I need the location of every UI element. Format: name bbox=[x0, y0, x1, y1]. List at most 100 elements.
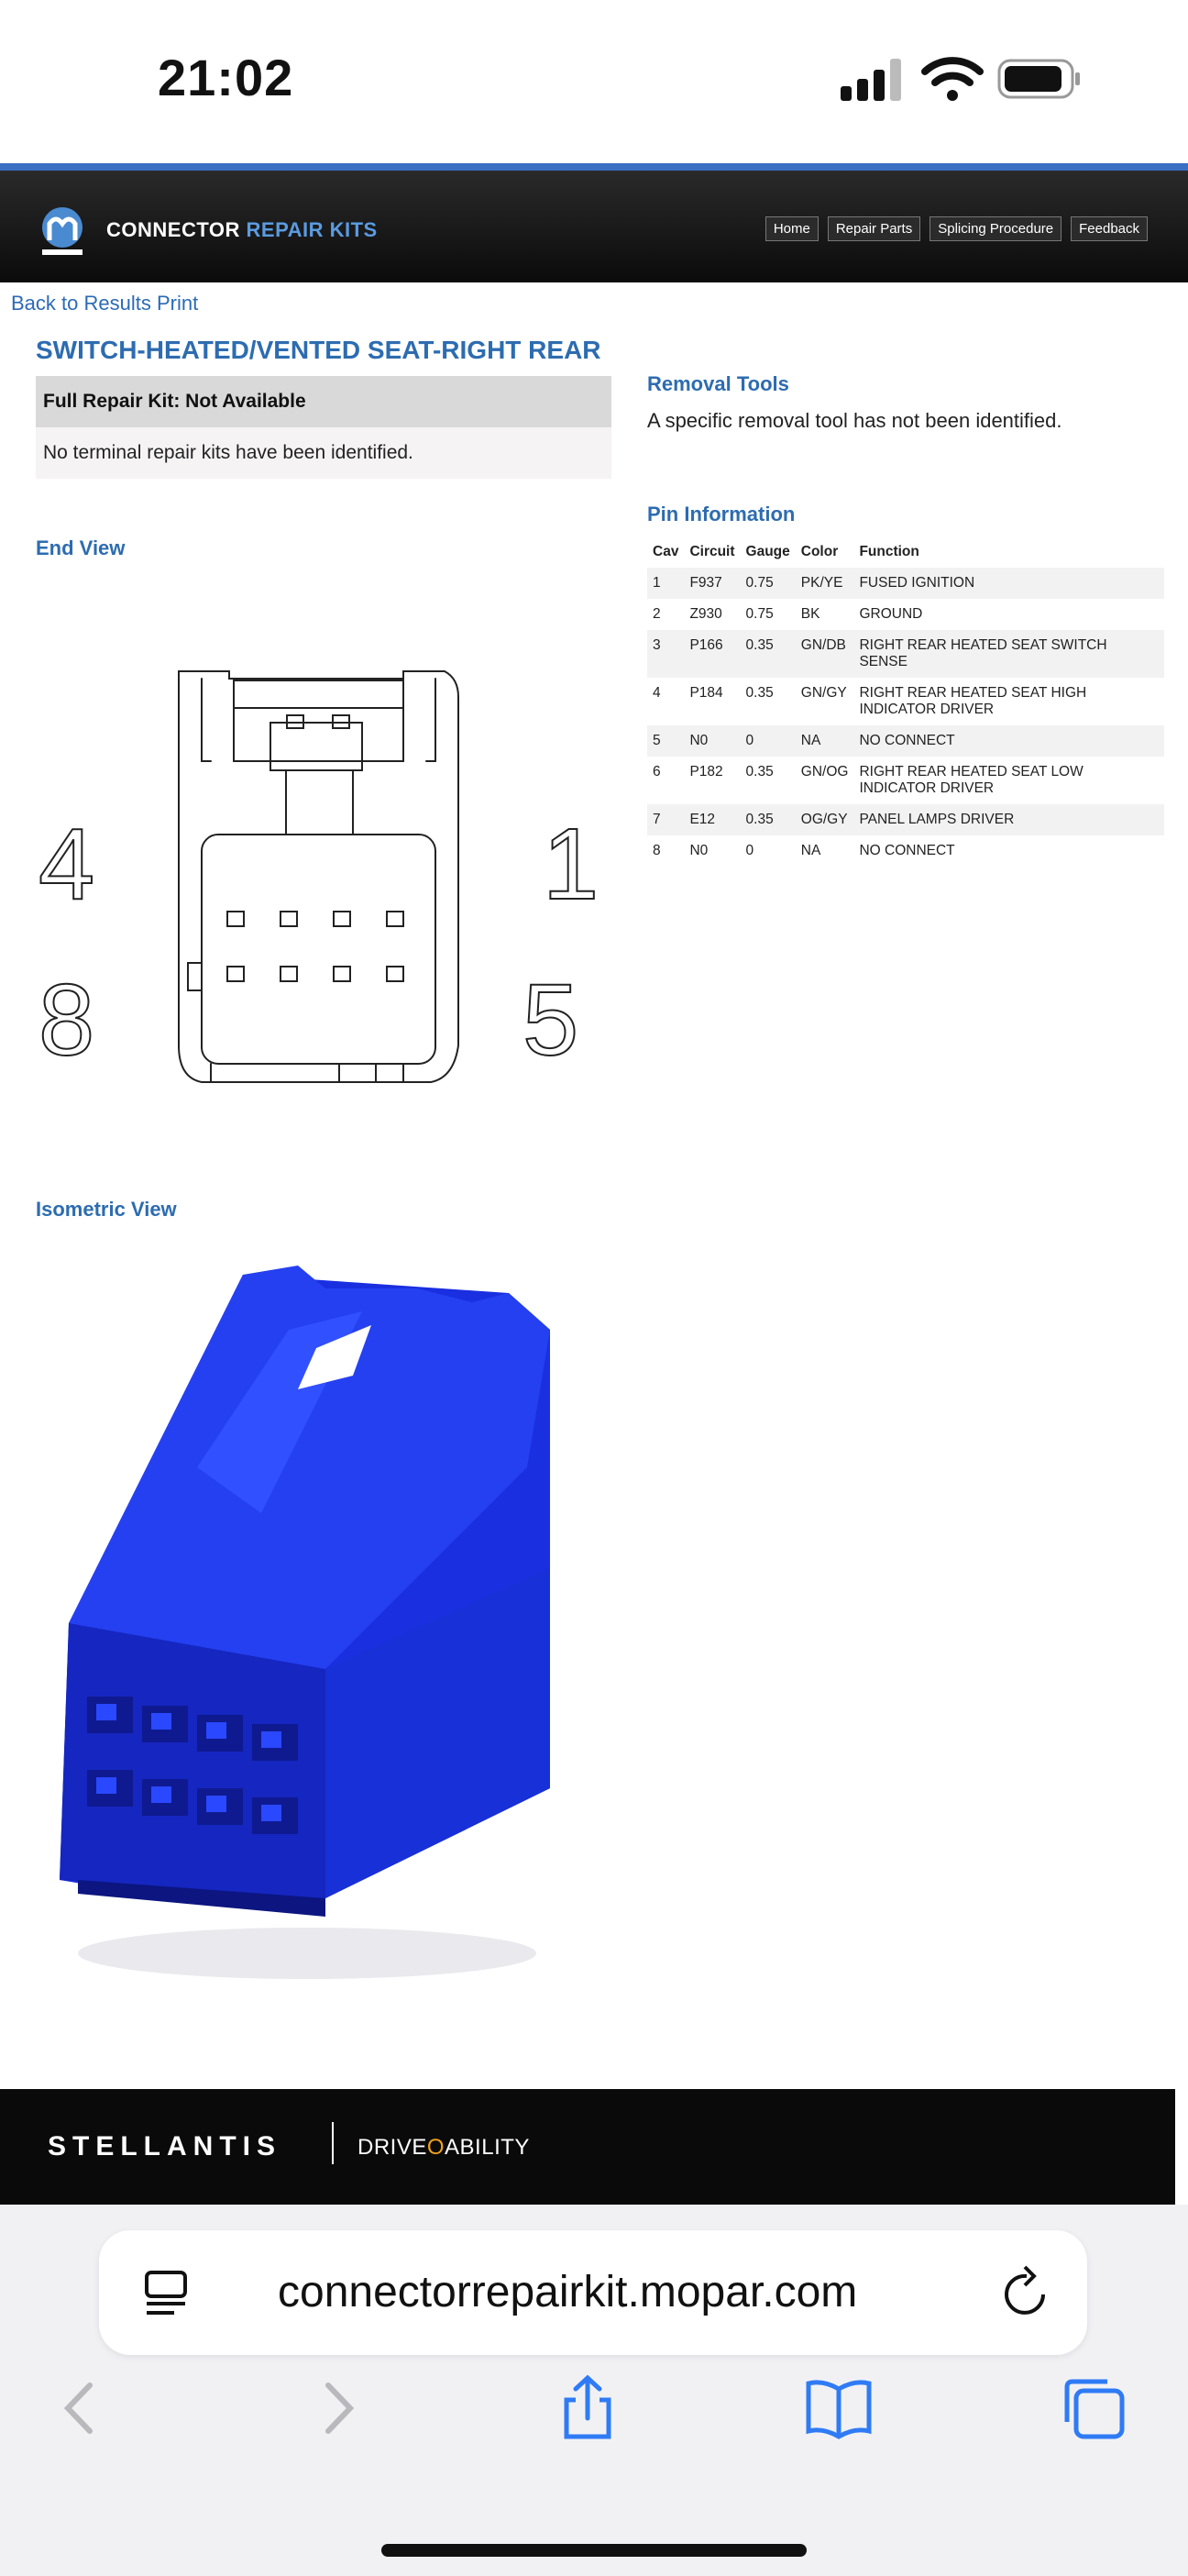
browser-chrome: connectorrepairkit.mopar.com bbox=[0, 2205, 1188, 2576]
cell-color: GN/GY bbox=[800, 685, 847, 701]
site-footer: STELLANTIS DRIVEOABILITY bbox=[0, 2089, 1175, 2205]
end-view-number-4: 4 bbox=[38, 808, 94, 921]
cell-gauge: 0.35 bbox=[740, 630, 796, 678]
cell-cav: 8 bbox=[653, 843, 661, 858]
cell-gauge: 0.35 bbox=[740, 804, 796, 835]
cell-color: GN/DB bbox=[795, 630, 854, 678]
tabs-icon[interactable] bbox=[1060, 2374, 1128, 2442]
removal-tools-title: Removal Tools bbox=[647, 372, 789, 395]
repair-kit-box: Full Repair Kit: Not Available No termin… bbox=[36, 376, 611, 479]
status-bar: 21:02 bbox=[0, 0, 1188, 163]
address-bar[interactable]: connectorrepairkit.mopar.com bbox=[99, 2230, 1087, 2355]
brand-accent: REPAIR KITS bbox=[246, 218, 378, 241]
cell-color: OG/GY bbox=[795, 804, 854, 835]
home-indicator[interactable] bbox=[381, 2544, 807, 2557]
brand-main: CONNECTOR bbox=[106, 218, 240, 241]
col-function: Function bbox=[859, 544, 919, 559]
cell-gauge: 0.35 bbox=[745, 764, 774, 779]
cell-circuit: N0 bbox=[689, 843, 709, 858]
mopar-logo[interactable] bbox=[37, 205, 88, 259]
pin-information-title: Pin Information bbox=[647, 503, 796, 525]
col-cav: Cav bbox=[653, 544, 679, 559]
end-view-title: End View bbox=[36, 536, 126, 559]
wifi-icon bbox=[921, 57, 984, 101]
drive-rest: ABILITY bbox=[445, 2135, 530, 2160]
back-arrow-icon[interactable] bbox=[46, 2374, 114, 2442]
cell-circuit: N0 bbox=[684, 725, 741, 757]
col-color: Color bbox=[800, 544, 839, 559]
end-view-diagram: 4 8 1 5 bbox=[38, 670, 600, 1083]
end-view-number-5: 5 bbox=[522, 964, 578, 1077]
nav-splicing-procedure[interactable]: Splicing Procedure bbox=[930, 216, 1062, 241]
back-to-results-link[interactable]: Back to Results Print bbox=[11, 292, 199, 315]
cell-circuit: P182 bbox=[689, 764, 723, 779]
drive-text: DRIVE bbox=[358, 2135, 427, 2160]
cell-function: GROUND bbox=[859, 606, 923, 622]
cell-cav: 6 bbox=[653, 764, 661, 779]
cell-gauge: 0 bbox=[745, 843, 754, 858]
cell-gauge: 0.75 bbox=[745, 606, 774, 622]
cell-circuit: P166 bbox=[684, 630, 741, 678]
share-icon[interactable] bbox=[554, 2374, 622, 2442]
col-gauge: Gauge bbox=[745, 544, 790, 559]
cell-function: NO CONNECT bbox=[853, 725, 1164, 757]
end-view-number-1: 1 bbox=[543, 808, 599, 921]
cell-function: FUSED IGNITION bbox=[853, 568, 1164, 599]
reload-icon[interactable] bbox=[1001, 2265, 1052, 2320]
cell-gauge: 0 bbox=[740, 725, 796, 757]
cell-color: NA bbox=[800, 843, 821, 858]
pin-table-header: Cav Circuit Gauge Color Function bbox=[647, 536, 1164, 568]
cellular-signal-icon bbox=[841, 59, 901, 101]
cell-color: BK bbox=[800, 606, 820, 622]
cell-circuit: P184 bbox=[689, 685, 723, 701]
brand-title: CONNECTOR REPAIR KITS bbox=[106, 218, 378, 242]
cell-cav: 5 bbox=[647, 725, 685, 757]
cell-cav: 2 bbox=[653, 606, 661, 622]
battery-icon bbox=[997, 59, 1080, 99]
kit-text: No terminal repair kits have been identi… bbox=[36, 427, 611, 479]
kit-heading: Full Repair Kit: Not Available bbox=[36, 376, 611, 427]
cell-cav: 3 bbox=[647, 630, 685, 678]
cell-gauge: 0.35 bbox=[745, 685, 774, 701]
nav-home[interactable]: Home bbox=[764, 216, 819, 241]
cell-color: NA bbox=[795, 725, 854, 757]
col-circuit: Circuit bbox=[689, 544, 735, 559]
top-nav: Home Repair Parts Splicing Procedure Fee… bbox=[764, 216, 1148, 241]
end-view-number-8: 8 bbox=[38, 964, 94, 1077]
reader-view-icon[interactable] bbox=[143, 2269, 189, 2316]
forward-arrow-icon[interactable] bbox=[304, 2374, 372, 2442]
isometric-view-title: Isometric View bbox=[36, 1198, 177, 1221]
cell-color: GN/OG bbox=[800, 764, 849, 779]
cell-circuit: F937 bbox=[684, 568, 741, 599]
page-title: SWITCH-HEATED/VENTED SEAT-RIGHT REAR bbox=[36, 336, 601, 364]
removal-tools-text: A specific removal tool has not been ide… bbox=[647, 409, 1062, 432]
drive-accent: O bbox=[426, 2135, 446, 2160]
cell-function: RIGHT REAR HEATED SEAT LOW INDICATOR DRI… bbox=[859, 764, 1084, 796]
cell-function: PANEL LAMPS DRIVER bbox=[853, 804, 1164, 835]
cell-function: RIGHT REAR HEATED SEAT SWITCH SENSE bbox=[853, 630, 1164, 678]
url-text[interactable]: connectorrepairkit.mopar.com bbox=[278, 2268, 858, 2316]
table-row: 6 P182 0.35 GN/OG RIGHT REAR HEATED SEAT LOW… bbox=[647, 757, 1164, 804]
bookmarks-icon[interactable] bbox=[805, 2374, 873, 2442]
cell-function: RIGHT REAR HEATED SEAT HIGH INDICATOR DR… bbox=[859, 685, 1087, 717]
nav-repair-parts[interactable]: Repair Parts bbox=[827, 216, 921, 241]
clock: 21:02 bbox=[158, 49, 294, 106]
driveability-logo[interactable]: DRIVEOABILITY bbox=[358, 2135, 530, 2161]
stellantis-logo[interactable]: STELLANTIS bbox=[48, 2131, 281, 2161]
footer-divider bbox=[332, 2122, 334, 2164]
cell-gauge: 0.75 bbox=[740, 568, 796, 599]
cell-color: PK/YE bbox=[795, 568, 854, 599]
cell-cav: 7 bbox=[647, 804, 685, 835]
nav-feedback[interactable]: Feedback bbox=[1071, 216, 1148, 241]
cell-cav: 1 bbox=[647, 568, 685, 599]
cell-function: NO CONNECT bbox=[859, 843, 955, 858]
site-header: CONNECTOR REPAIR KITS Home Repair Parts … bbox=[0, 163, 1188, 282]
cell-circuit: E12 bbox=[684, 804, 741, 835]
